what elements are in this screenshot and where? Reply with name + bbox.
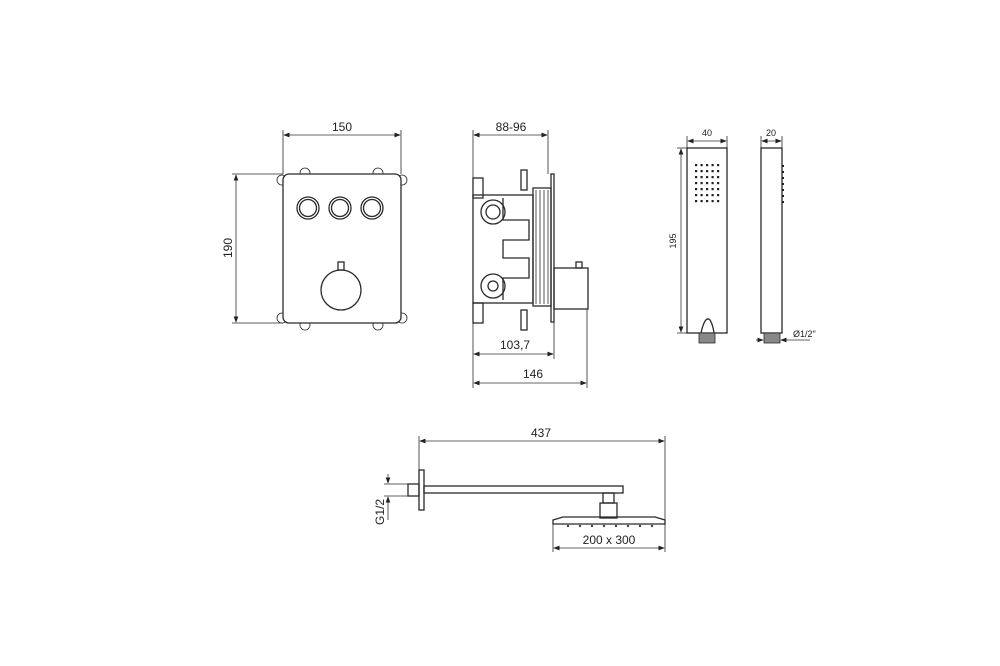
nozzle [700, 170, 703, 173]
nozzle [700, 200, 703, 203]
dim-hs-thread: Ø1/2" [793, 329, 816, 339]
hand-shower: 40 20 195 Ø1/2" [668, 128, 816, 344]
nozzle [706, 164, 709, 167]
nozzle [706, 182, 709, 185]
wall-flange [418, 469, 425, 511]
hand-shower-front [686, 147, 728, 334]
nozzle [695, 170, 698, 173]
nozzle [711, 182, 714, 185]
nozzle [711, 188, 714, 191]
nozzle [706, 170, 709, 173]
nozzle [711, 170, 714, 173]
nozzle [711, 200, 714, 203]
hand-shower-side [760, 147, 783, 334]
dim-head-size: 200 x 300 [583, 533, 636, 547]
nozzle [695, 176, 698, 179]
nozzle [706, 188, 709, 191]
shower-arm [423, 485, 624, 494]
dim-total: 146 [523, 367, 543, 381]
nozzle [700, 164, 703, 167]
nozzle [717, 188, 720, 191]
front-view: 150 190 [221, 120, 408, 331]
push-buttons [296, 196, 384, 220]
nozzle [717, 176, 720, 179]
nozzle [695, 164, 698, 167]
cartridge [553, 267, 589, 310]
nozzle [711, 164, 714, 167]
nozzle [700, 188, 703, 191]
dim-body: 103,7 [500, 338, 530, 352]
nozzle [717, 200, 720, 203]
dim-hs-height: 195 [668, 233, 678, 248]
nozzle [695, 200, 698, 203]
nozzle [717, 164, 720, 167]
thermostat-knob [320, 269, 362, 311]
nozzle [700, 194, 703, 197]
nozzle [700, 176, 703, 179]
dim-height: 190 [221, 238, 235, 258]
nozzle [717, 182, 720, 185]
dim-thread: G1/2 [373, 499, 387, 525]
nozzle [695, 188, 698, 191]
nozzle [706, 194, 709, 197]
mounting-flange [550, 173, 555, 323]
nozzle [695, 182, 698, 185]
nozzle [700, 182, 703, 185]
dim-width: 150 [332, 120, 352, 134]
nozzle [706, 176, 709, 179]
dim-depth: 88-96 [496, 120, 527, 134]
dim-hs-thickness: 20 [766, 128, 776, 138]
nozzle [711, 176, 714, 179]
side-view: 88-96 103,7 146 [472, 120, 589, 388]
nozzle [695, 194, 698, 197]
nozzle [711, 194, 714, 197]
cover-plate [282, 173, 402, 324]
overhead-shower: 437 200 x 300 G1/2 [373, 426, 666, 552]
dim-arm-length: 437 [531, 426, 551, 440]
nozzle [717, 194, 720, 197]
nozzle-grid [695, 164, 720, 203]
dim-hs-width: 40 [702, 128, 712, 138]
nozzle [717, 170, 720, 173]
nozzle [706, 200, 709, 203]
